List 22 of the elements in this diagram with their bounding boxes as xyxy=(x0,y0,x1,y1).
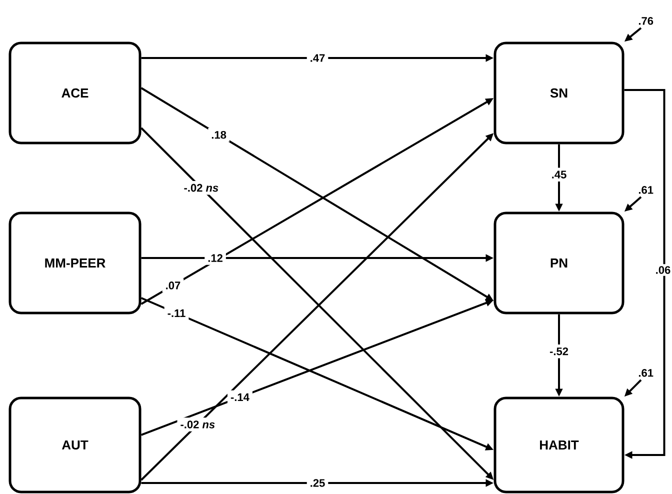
edge-label: .18 xyxy=(208,128,230,142)
edge-label: .47 xyxy=(306,51,328,65)
edge-label: .07 xyxy=(162,278,184,292)
variable-box: SN xyxy=(494,42,624,144)
edge-label: -.14 xyxy=(227,390,252,404)
variable-box: HABIT xyxy=(494,396,624,494)
edge-label: -.11 xyxy=(164,306,189,320)
edge-label: -.02 ns xyxy=(177,418,218,432)
variable-box: PN xyxy=(494,212,624,314)
variable-box: ACE xyxy=(8,42,142,144)
edge-label: .12 xyxy=(204,251,226,265)
variable-box: MM-PEER xyxy=(8,212,142,314)
edge-label: .06 xyxy=(653,264,672,276)
variable-box: AUT xyxy=(8,396,142,494)
edge-label: -.52 xyxy=(546,344,572,358)
edge-label: .45 xyxy=(548,168,570,182)
edge-label: .25 xyxy=(306,476,328,490)
edge-label: .61 xyxy=(638,186,654,194)
edge-label: .61 xyxy=(638,369,654,377)
arrow xyxy=(624,89,666,459)
edge-label: -.02 ns xyxy=(180,180,222,195)
edge-label: .76 xyxy=(638,17,654,25)
